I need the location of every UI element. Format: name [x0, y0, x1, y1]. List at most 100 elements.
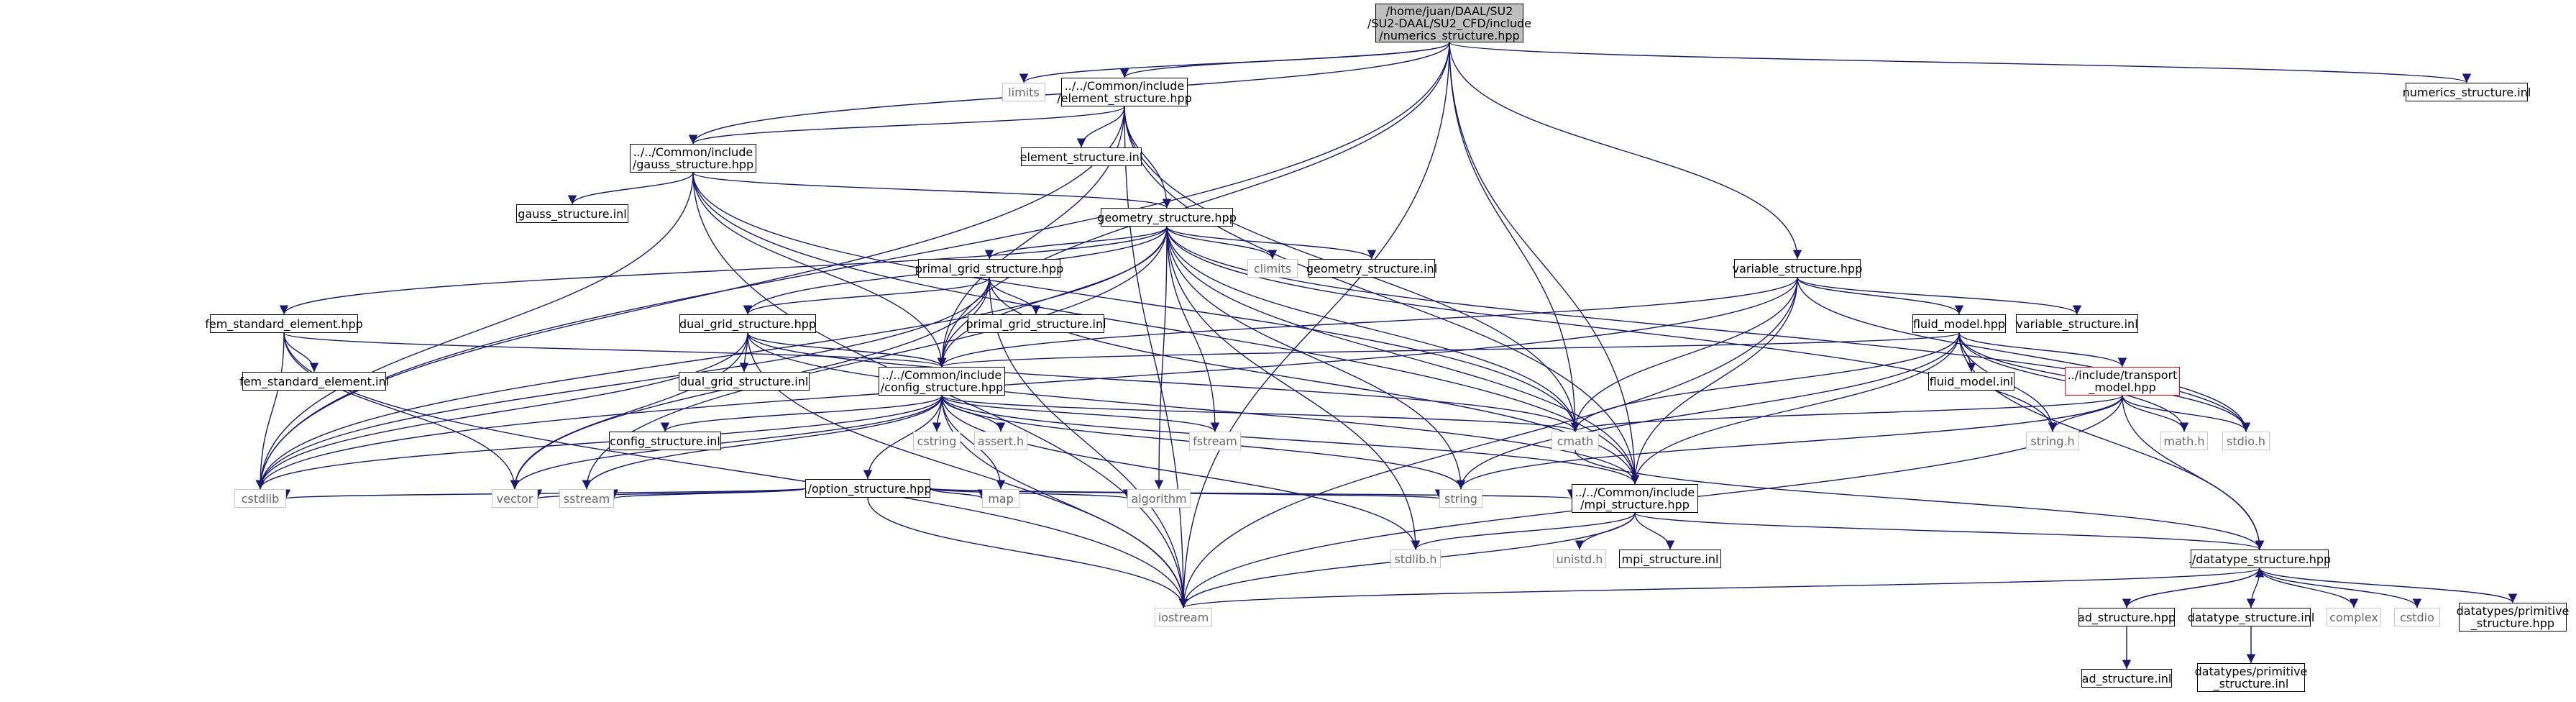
edge-config_structure_hpp-to-option_structure_hpp: [863, 395, 943, 480]
edge-config_structure_hpp-to-cmath: [941, 395, 1580, 432]
node-limits[interactable]: limits: [1002, 83, 1045, 101]
node-fstream[interactable]: fstream: [1189, 432, 1241, 450]
node-stdlib-h[interactable]: stdlib.h: [1390, 550, 1441, 568]
node-label-line: _structure.hpp: [2470, 616, 2555, 630]
node-datatype-structure-hpp[interactable]: ./datatype_structure.hpp: [2188, 550, 2331, 568]
node-label-line: stdio.h: [2227, 434, 2265, 448]
node-stdio-h[interactable]: stdio.h: [2222, 432, 2270, 450]
edge-root-to-mpi_structure_hpp: [1449, 42, 1640, 485]
node-dual-grid-structure-hpp[interactable]: dual_grid_structure.hpp: [679, 314, 816, 333]
node-label-line: geometry_structure.hpp: [1097, 210, 1237, 224]
node-vector[interactable]: vector: [492, 489, 538, 508]
node-sstream[interactable]: sstream: [559, 489, 614, 508]
edge-geometry_structure_hpp-to-geometry_structure_inl: [1166, 226, 1377, 260]
edge-variable_structure_hpp-to-variable_structure_inl: [1797, 277, 2082, 315]
node-map[interactable]: map: [982, 489, 1019, 508]
edge-config_structure_hpp-to-vector: [510, 395, 943, 490]
node-geometry-structure-hpp[interactable]: geometry_structure.hpp: [1097, 208, 1237, 227]
node-string[interactable]: string: [1439, 489, 1482, 508]
node-element-structure-hpp[interactable]: ../../Common/include/element_structure.h…: [1057, 78, 1192, 106]
node-ad-structure-hpp[interactable]: ad_structure.hpp: [2078, 608, 2176, 626]
node-variable-structure-inl[interactable]: variable_structure.inl: [2016, 314, 2138, 333]
edge-geometry_structure_hpp-to-cstdlib: [255, 226, 1168, 490]
edge-gauss_structure_hpp-to-cstdlib: [255, 172, 694, 490]
node-numerics-structure-hpp[interactable]: /home/juan/DAAL/SU2/SU2-DAAL/SU2_CFD/inc…: [1367, 4, 1531, 42]
node-assert-h[interactable]: assert.h: [974, 432, 1027, 450]
edge-gauss_structure_hpp-to-geometry_structure_hpp: [692, 172, 1171, 209]
edge-datatype_structure_hpp-to-iostream: [1179, 567, 2260, 608]
node-mpi-structure-inl[interactable]: mpi_structure.inl: [1619, 550, 1721, 568]
edge-geometry_structure_hpp-to-fstream: [1166, 226, 1220, 432]
node-cstdlib[interactable]: cstdlib: [234, 489, 286, 508]
node-unistd-h[interactable]: unistd.h: [1553, 550, 1606, 568]
node-label-line: /mpi_structure.hpp: [1580, 498, 1690, 511]
edge-geometry_structure_hpp-to-stdlib_h: [1166, 226, 1421, 550]
node-label-line: fstream: [1193, 434, 1237, 448]
node-fluid-model-hpp[interactable]: fluid_model.hpp: [1912, 314, 2006, 333]
node-label-line: math.h: [2163, 434, 2205, 448]
node-primal-grid-structure-hpp[interactable]: primal_grid_structure.hpp: [915, 259, 1063, 278]
edge-option_structure_hpp-to-algorithm: [930, 488, 1132, 499]
node-fem-standard-element-inl[interactable]: fem_standard_element.inl: [239, 372, 389, 391]
node-option-structure-hpp[interactable]: ./option_structure.hpp: [804, 479, 932, 498]
node-cstdio[interactable]: cstdio: [2394, 608, 2440, 626]
edge-mpi_structure_hpp-to-stdlib_h: [1411, 512, 1636, 550]
node-label-line: ../../Common/include: [1064, 79, 1185, 93]
node-cmath[interactable]: cmath: [1551, 432, 1599, 450]
node-element-structure-inl[interactable]: element_structure.inl: [1020, 147, 1142, 166]
node-math-h[interactable]: math.h: [2160, 432, 2208, 450]
node-label-line: cstdlib: [241, 491, 280, 506]
node-config-structure-hpp[interactable]: ../../Common/include/config_structure.hp…: [879, 367, 1005, 396]
node-iostream[interactable]: iostream: [1155, 608, 1212, 626]
node-config-structure-inl[interactable]: config_structure.inl: [609, 432, 721, 450]
edge-config_structure_hpp-to-stdlib_h: [941, 395, 1421, 550]
node-cstring[interactable]: cstring: [913, 432, 961, 450]
node-mpi-structure-hpp[interactable]: ../../Common/include/mpi_structure.hpp: [1572, 484, 1698, 513]
edge-root-to-cmath: [1449, 42, 1580, 432]
edge-fem_standard_element_hpp-to-fem_standard_element_inl: [283, 332, 319, 373]
node-label-line: geometry_structure.inl: [1306, 261, 1438, 275]
node-algorithm[interactable]: algorithm: [1127, 489, 1191, 508]
node-dual-grid-structure-inl[interactable]: dual_grid_structure.inl: [679, 372, 810, 391]
node-label-line: string.h: [2030, 434, 2075, 448]
node-ad-structure-inl[interactable]: ad_structure.inl: [2081, 669, 2172, 688]
edge-element_structure_hpp-to-gauss_structure_hpp: [688, 106, 1125, 145]
node-geometry-structure-inl[interactable]: geometry_structure.inl: [1306, 259, 1438, 278]
edge-primal_grid_structure_hpp-to-iostream: [989, 277, 1188, 608]
node-label-line: iostream: [1158, 610, 1209, 624]
edge-option_structure_hpp-to-mpi_structure_hpp: [930, 488, 1575, 499]
node-label-line: cmath: [1557, 434, 1594, 448]
node-string-h[interactable]: string.h: [2026, 432, 2079, 450]
edge-config_structure_hpp-to-fstream: [941, 395, 1220, 432]
node-fluid-model-inl[interactable]: fluid_model.inl: [1928, 372, 2014, 391]
node-label-line: _structure.inl: [2213, 677, 2289, 690]
node-primal-grid-structure-inl[interactable]: primal_grid_structure.inl: [966, 314, 1106, 333]
node-datatypes-primitive-structure-inl[interactable]: datatypes/primitive_structure.inl: [2195, 663, 2307, 692]
node-numerics-structure-inl[interactable]: numerics_structure.inl: [2403, 83, 2531, 101]
node-label-line: datatypes/primitive: [2456, 604, 2570, 618]
node-label-line: /home/juan/DAAL/SU2: [1385, 4, 1513, 18]
node-gauss-structure-hpp[interactable]: ../../Common/include/gauss_structure.hpp: [630, 144, 756, 173]
edge-variable_structure_hpp-to-cmath: [1570, 277, 1798, 432]
node-label-line: datatype_structure.inl: [2187, 610, 2315, 624]
edge-fem_standard_element_hpp-to-cstdlib: [255, 332, 285, 490]
node-label-line: stdlib.h: [1394, 552, 1437, 566]
edge-root-to-element_structure_hpp: [1119, 42, 1450, 78]
node-climits[interactable]: climits: [1247, 259, 1298, 278]
node-transport-model-hpp[interactable]: ../include/transport_model.hpp: [2065, 367, 2180, 396]
edge-root-to-numerics_structure_inl: [1449, 42, 2471, 83]
node-complex[interactable]: complex: [2327, 608, 2381, 626]
edge-mpi_structure_hpp-to-mpi_structure_inl: [1634, 512, 1675, 550]
node-label-line: limits: [1008, 85, 1040, 99]
edge-geometry_structure_hpp-to-string_h: [1166, 226, 2058, 432]
node-datatypes-primitive-structure-hpp[interactable]: datatypes/primitive_structure.hpp: [2456, 603, 2570, 632]
node-variable-structure-hpp[interactable]: variable_structure.hpp: [1733, 259, 1862, 278]
node-gauss-structure-inl[interactable]: gauss_structure.inl: [516, 204, 628, 223]
node-datatype-structure-inl[interactable]: datatype_structure.inl: [2188, 608, 2314, 626]
node-fem-standard-element-hpp[interactable]: fem_standard_element.hpp: [205, 314, 363, 333]
edge-option_structure_hpp-to-sstream: [610, 488, 806, 499]
edge-ad_structure_hpp-to-datatype_structure_hpp: [2126, 567, 2265, 608]
edge-primal_grid_structure_hpp-to-config_structure_hpp: [937, 277, 990, 368]
edge-element_structure_hpp-to-element_structure_inl: [1076, 106, 1125, 148]
